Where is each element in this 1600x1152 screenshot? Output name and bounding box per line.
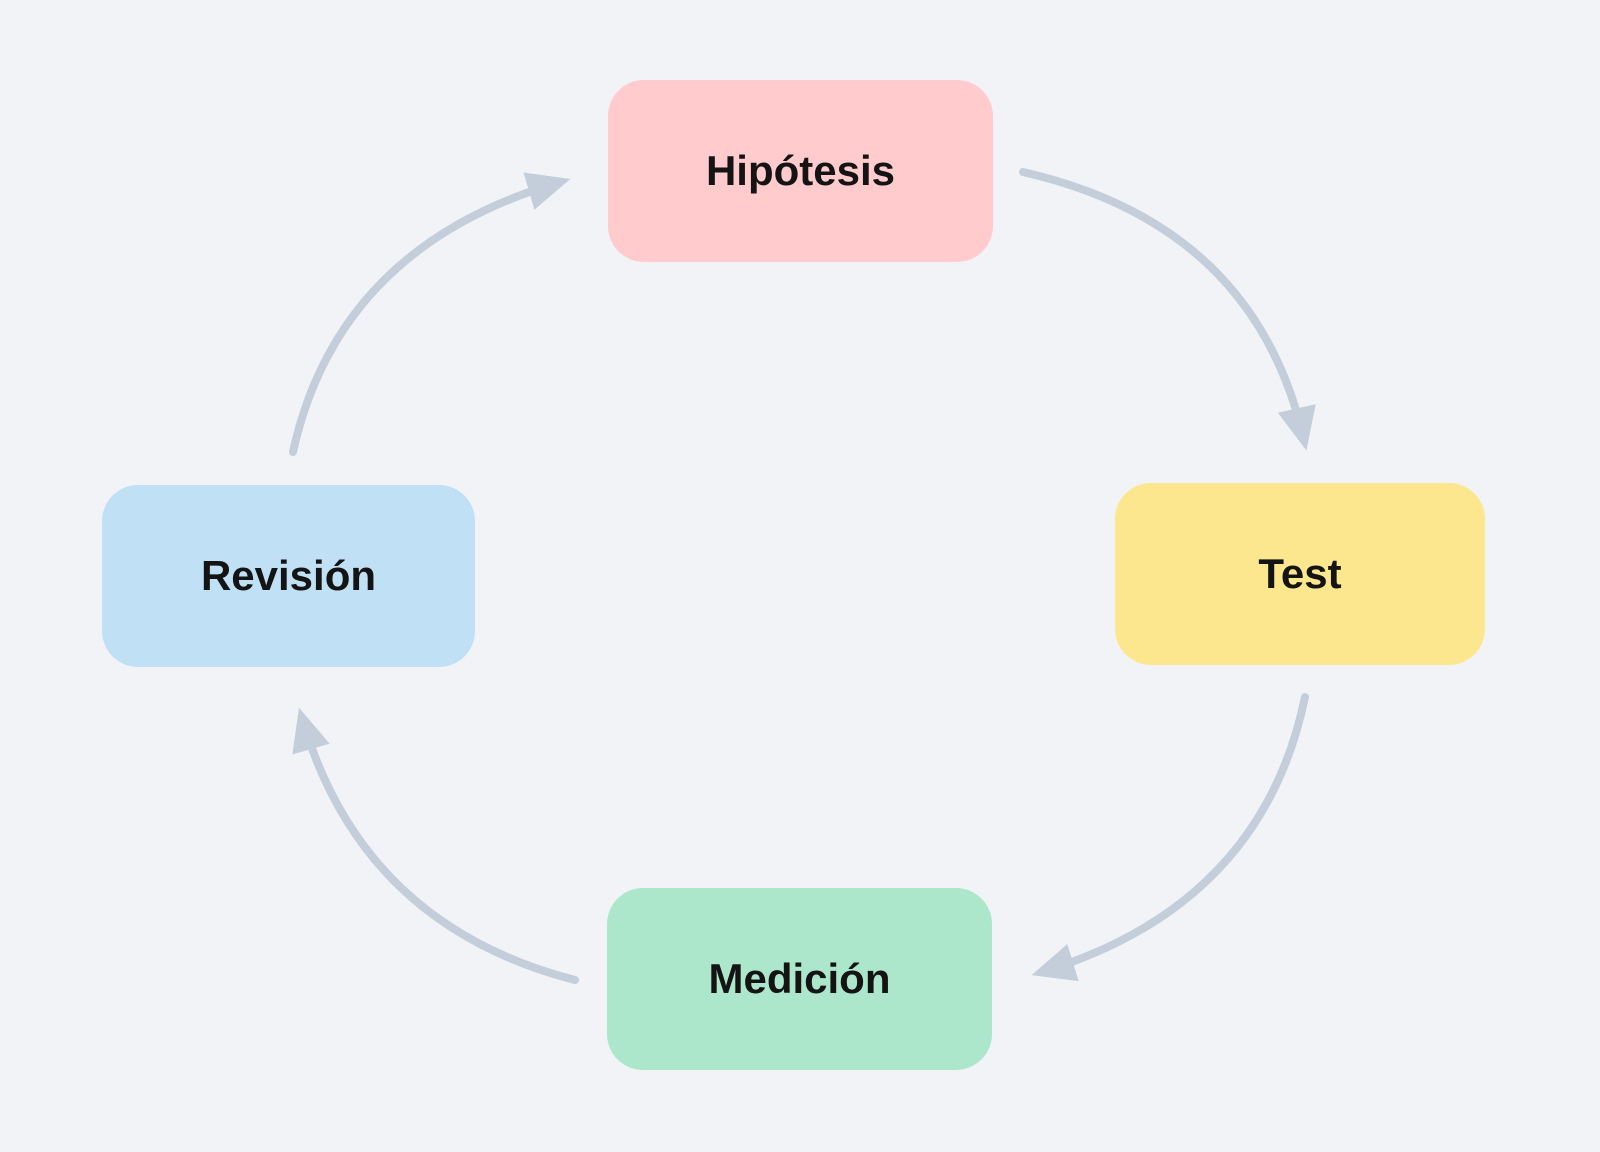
node-medicion: Medición <box>607 888 992 1070</box>
arrow-revision-to-hipotesis <box>289 172 571 456</box>
node-revision-label: Revisión <box>200 552 377 599</box>
node-revision: Revisión <box>102 485 475 667</box>
node-test: Test <box>1115 483 1485 665</box>
arrow-test-to-medicion <box>1031 693 1309 982</box>
node-test-label: Test <box>1258 550 1342 597</box>
arrow-hipotesis-to-test <box>1019 168 1316 451</box>
arrow-medicion-to-revision <box>292 707 579 984</box>
node-hipotesis-label: Hipótesis <box>705 147 896 194</box>
node-medicion-label: Medición <box>708 955 891 1002</box>
node-hipotesis: Hipótesis <box>608 80 993 262</box>
